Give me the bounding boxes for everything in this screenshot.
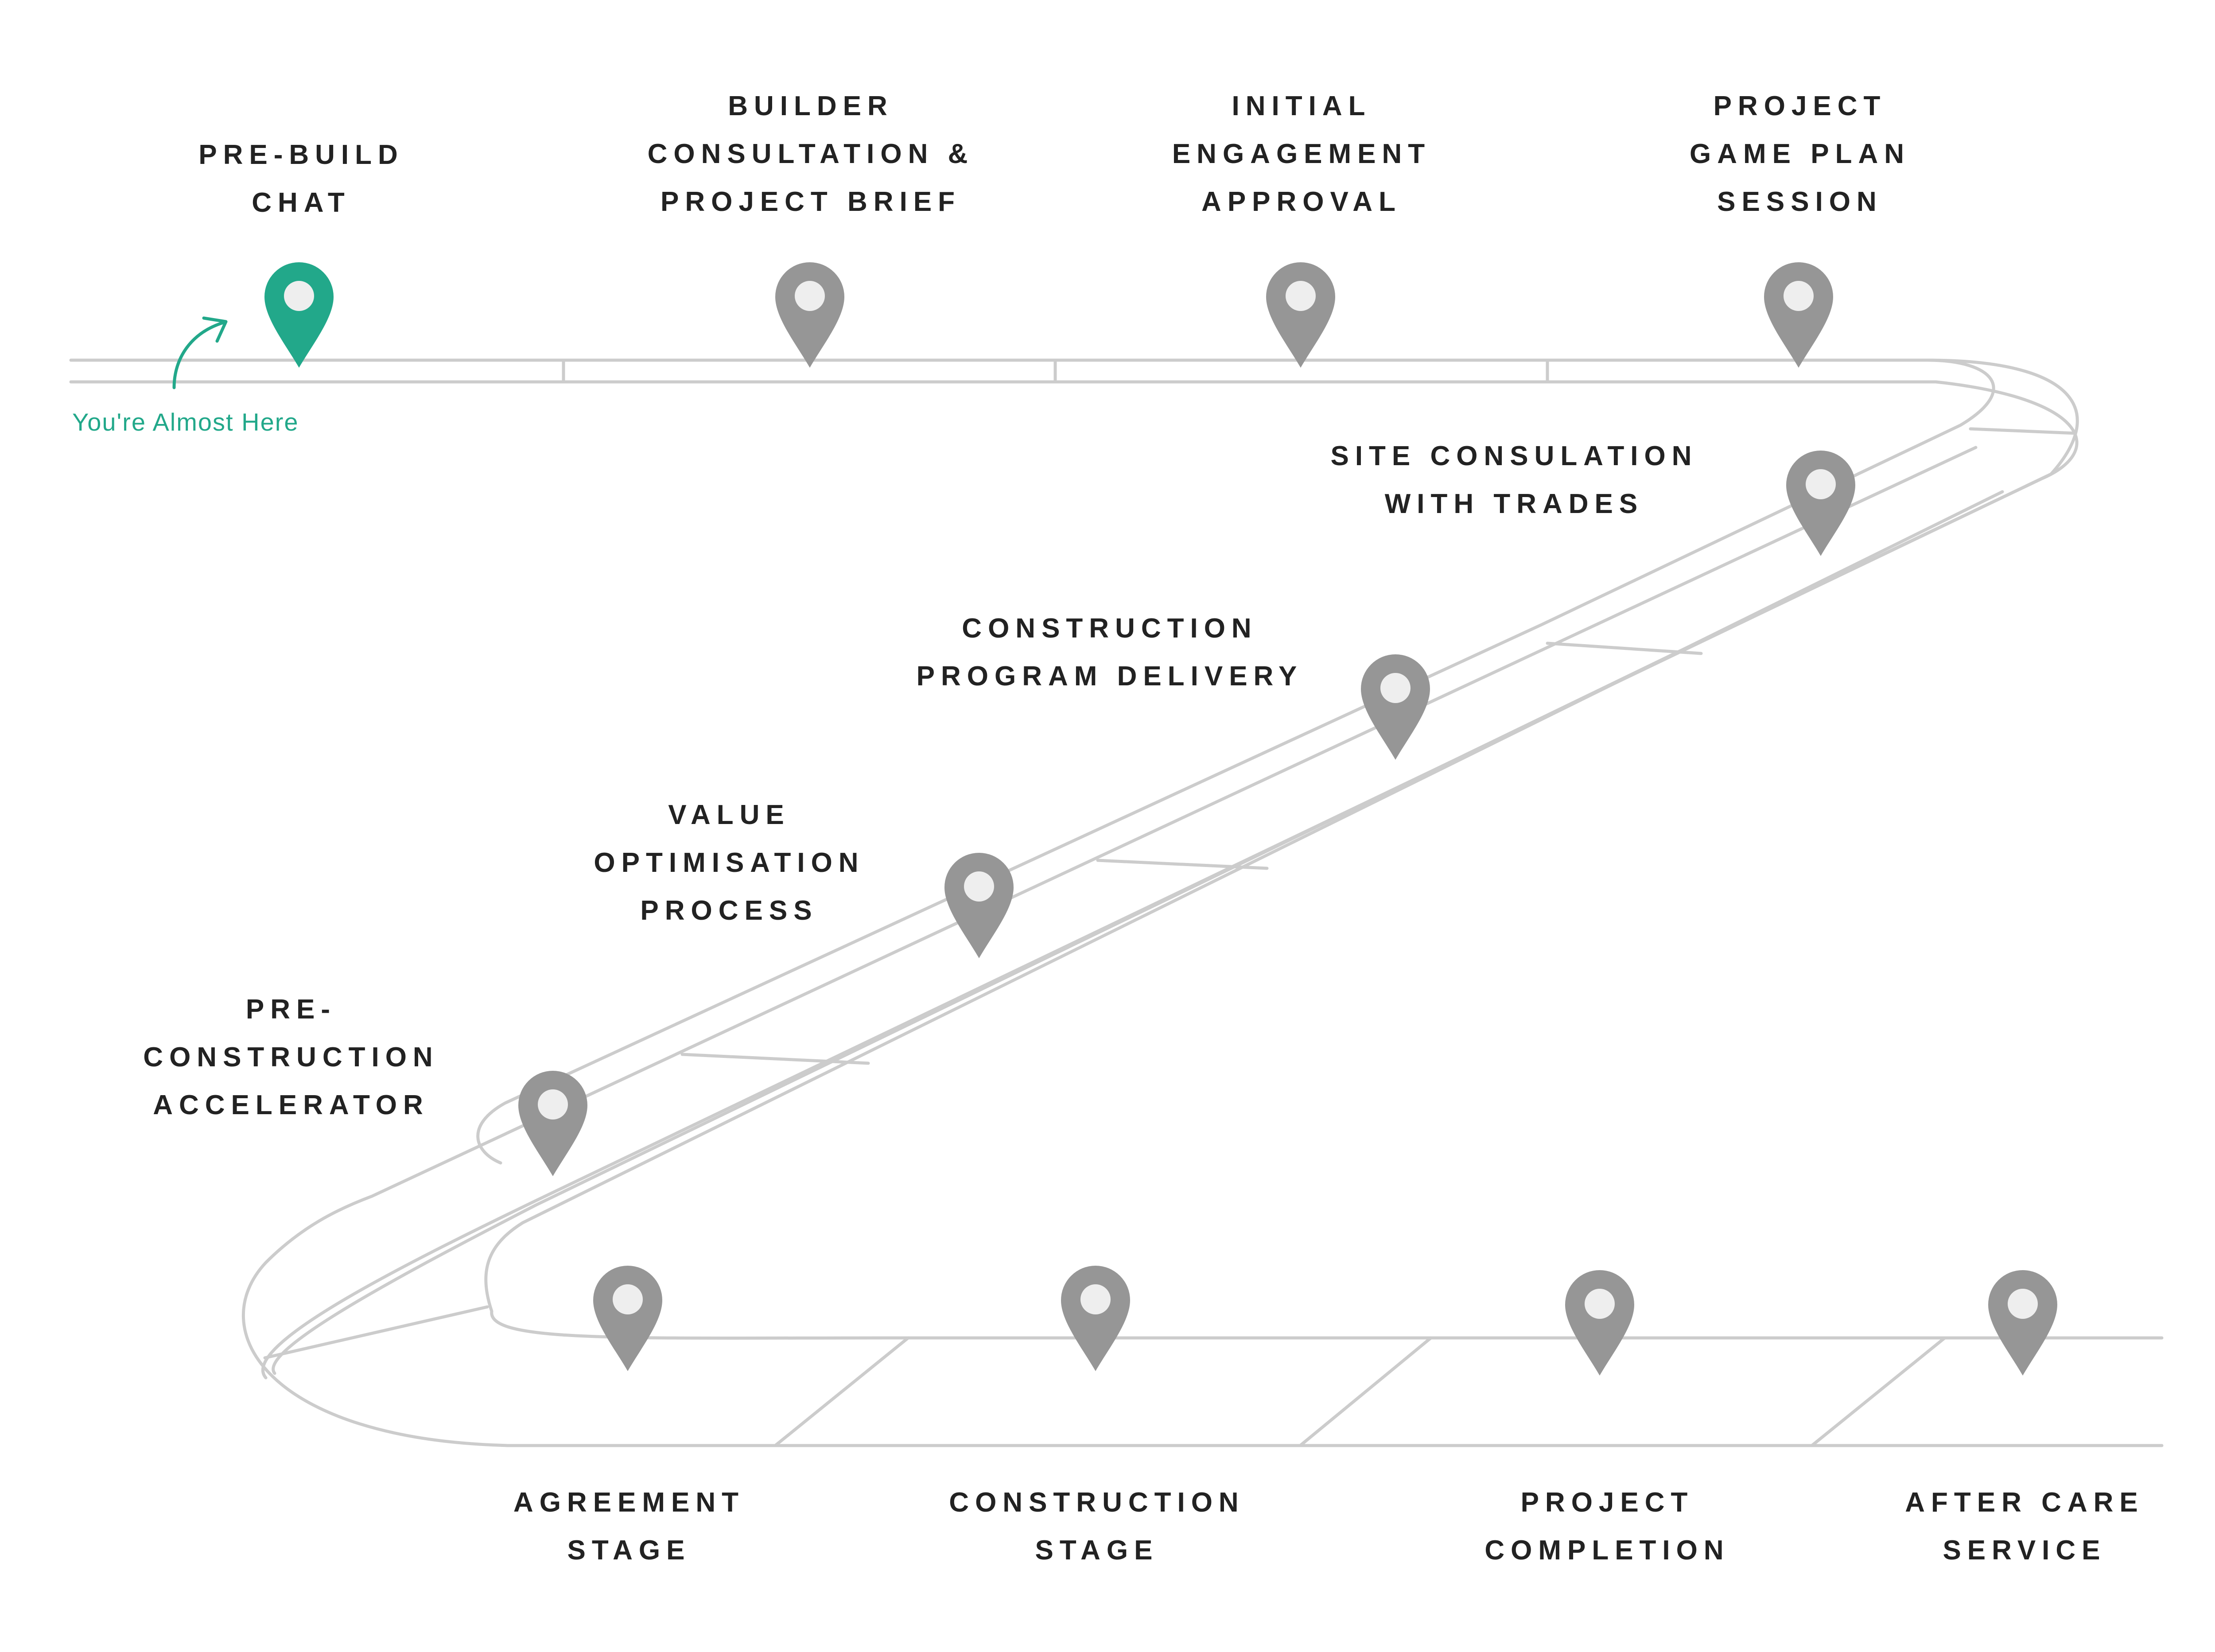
step-label-line: OPTIMISATION (594, 847, 865, 878)
step-label-5: SITE CONSULATION WITH TRADES (1330, 432, 1698, 528)
step-label-line: CHAT (252, 187, 351, 218)
current-position-note: You're Almost Here (72, 408, 299, 436)
arrow-icon (172, 316, 228, 389)
map-pin-icon-10 (1061, 1266, 1130, 1371)
step-label-line: ACCELERATOR (153, 1090, 429, 1120)
step-label-3: INITIAL ENGAGEMENT APPROVAL (1172, 82, 1431, 226)
road-edge-top-upper-ext (261, 358, 2079, 1380)
step-label-line: PROJECT BRIEF (660, 187, 961, 217)
step-label-line: STAGE (1035, 1535, 1159, 1566)
road-tick (680, 1053, 870, 1065)
road-tick (1810, 1336, 1947, 1447)
road-edge-bottom-upper (484, 490, 2164, 1340)
step-label-9: AGREEMENT STAGE (513, 1479, 745, 1574)
step-label-line: BUILDER (728, 91, 894, 121)
step-label-line: GAME PLAN (1690, 139, 1910, 169)
map-pin-icon-7 (944, 853, 1014, 958)
step-label-line: CONSTRUCTION (962, 613, 1258, 644)
map-pin-icon-5 (1786, 451, 1855, 556)
step-label-line: APPROVAL (1201, 187, 1402, 217)
step-label-line: COMPLETION (1484, 1535, 1730, 1566)
map-pin-icon-1 (264, 262, 334, 368)
map-pin-icon-12 (1988, 1270, 2057, 1376)
step-label-8: PRE- CONSTRUCTION ACCELERATOR (143, 986, 439, 1129)
map-pin-icon-6 (1361, 654, 1430, 760)
step-label-line: SESSION (1717, 187, 1883, 217)
step-label-line: CONSULTATION & (647, 139, 974, 169)
map-pin-icon-11 (1565, 1270, 1634, 1376)
step-label-line: SERVICE (1943, 1535, 2106, 1566)
step-label-line: WITH TRADES (1384, 489, 1644, 519)
step-label-line: SITE CONSULATION (1330, 441, 1698, 471)
step-label-line: INITIAL (1232, 91, 1372, 121)
step-label-line: ENGAGEMENT (1172, 139, 1431, 169)
step-label-1: PRE-BUILD CHAT (198, 131, 404, 227)
step-label-line: PROJECT (1713, 91, 1887, 121)
step-label-line: PROGRAM DELIVERY (916, 661, 1303, 692)
map-pin-icon-3 (1266, 262, 1335, 368)
step-label-line: CONSTRUCTION (143, 1042, 439, 1073)
step-label-line: PROCESS (640, 895, 818, 926)
map-pin-icon-8 (518, 1071, 587, 1176)
step-label-7: VALUE OPTIMISATION PROCESS (594, 791, 864, 935)
step-label-line: PROJECT (1520, 1487, 1694, 1518)
step-label-12: AFTER CARE SERVICE (1905, 1479, 2144, 1574)
road-edge-top-lower (69, 380, 2079, 1375)
map-pin-icon-4 (1764, 262, 1833, 368)
step-label-line: CONSTRUCTION (949, 1487, 1245, 1518)
step-label-4: PROJECT GAME PLAN SESSION (1690, 82, 1910, 226)
step-label-line: STAGE (567, 1535, 691, 1566)
step-label-11: PROJECT COMPLETION (1484, 1479, 1729, 1574)
road-tick (263, 1305, 489, 1360)
map-pin-icon-9 (593, 1266, 662, 1371)
road-edge-bottom-lower (241, 446, 2164, 1447)
road-tick (1298, 1336, 1433, 1447)
step-label-line: PRE- (245, 994, 337, 1025)
step-label-6: CONSTRUCTION PROGRAM DELIVERY (917, 605, 1303, 700)
step-label-line: AFTER CARE (1905, 1487, 2144, 1518)
road-tick (1096, 859, 1269, 870)
map-pin-icon-2 (775, 262, 844, 368)
step-label-line: PRE-BUILD (198, 140, 404, 170)
road-tick (773, 1336, 910, 1447)
road-tick (1969, 427, 2077, 435)
step-label-10: CONSTRUCTION STAGE (949, 1479, 1244, 1574)
road-tick (1546, 641, 1703, 655)
step-label-line: VALUE (668, 800, 790, 830)
step-label-line: AGREEMENT (513, 1487, 745, 1518)
step-label-2: BUILDER CONSULTATION & PROJECT BRIEF (648, 82, 974, 226)
